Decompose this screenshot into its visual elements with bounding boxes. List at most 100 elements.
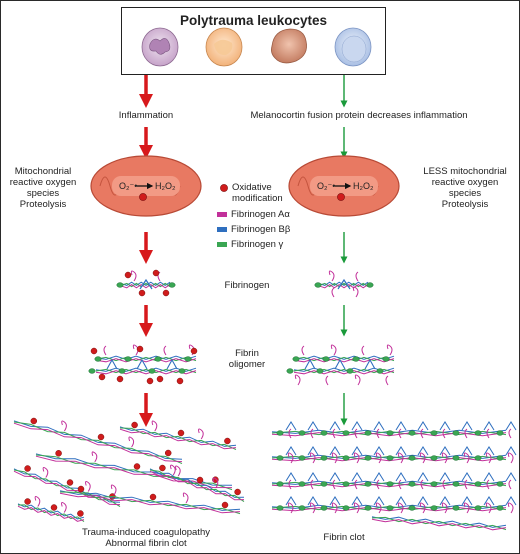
clot-crosslink <box>461 472 473 482</box>
gamma-nodule <box>376 368 384 374</box>
a-alpha-tail <box>419 452 426 464</box>
left-ros-line2: reactive oxygen <box>9 177 77 188</box>
a-alpha-tail <box>441 502 448 514</box>
a-alpha-tail <box>376 428 380 439</box>
a-alpha-tail <box>331 452 338 464</box>
right-ros-line4: Proteolysis <box>441 199 489 210</box>
gamma-nodule <box>364 430 372 436</box>
oligomer-node <box>334 358 346 370</box>
right-ros-line2: reactive oxygen <box>431 177 499 188</box>
clot-crosslink <box>307 446 319 456</box>
gamma-nodule <box>298 481 306 487</box>
gamma-nodule <box>496 455 504 461</box>
a-alpha-tail <box>301 345 305 356</box>
oxidation-dot <box>97 433 105 441</box>
gamma-nodule <box>452 505 460 511</box>
mito-left-h2o2: H₂O₂ <box>155 181 176 191</box>
clot-crosslink <box>417 496 429 506</box>
gamma-nodule <box>342 430 350 436</box>
oxidation-dot <box>24 465 31 472</box>
gamma-nodule <box>342 481 350 487</box>
gamma-nodule <box>322 356 330 362</box>
a-alpha-tail <box>212 477 219 489</box>
legend-oxidative-label: Oxidative modification <box>232 182 283 204</box>
gamma-nodule <box>496 430 504 436</box>
clot-crosslink <box>373 446 385 456</box>
gamma-nodule <box>386 455 394 461</box>
gamma-nodule <box>430 481 438 487</box>
a-alpha-tail <box>420 479 424 490</box>
leukocyte-macrophage <box>271 28 307 64</box>
clot-crosslink <box>483 446 495 456</box>
gamma-nodule <box>168 282 176 288</box>
a-alpha-tail <box>132 344 139 356</box>
a-alpha-tail <box>61 420 67 432</box>
left-outcome-line2: Abnormal fibrin clot <box>105 538 187 549</box>
leukocyte-monocyte <box>205 27 243 67</box>
a-alpha-tail <box>352 286 359 298</box>
gamma-nodule <box>342 505 350 511</box>
left-ros-line1: Mitochondrial <box>14 166 72 177</box>
oligomer-strand <box>293 355 395 363</box>
a-alpha-tail <box>485 452 492 464</box>
gamma-nodule <box>452 481 460 487</box>
a-alpha-tail <box>130 270 137 282</box>
clot-crosslink <box>329 421 341 431</box>
clot-crosslink <box>395 472 407 482</box>
clot-crosslink <box>395 446 407 456</box>
a-alpha-tail <box>354 479 358 490</box>
clot-crosslink <box>483 421 495 431</box>
gamma-nodule <box>452 430 460 436</box>
oxidation-dot <box>55 450 62 457</box>
gamma-nodule <box>314 282 322 288</box>
a-alpha-tail <box>287 502 294 514</box>
gamma-nodule <box>276 430 284 436</box>
fibrinogen-molecule <box>319 281 369 289</box>
a-alpha-tail <box>128 436 135 448</box>
a-alpha-tail <box>507 452 514 464</box>
oxidation-dot <box>164 449 172 457</box>
a-alpha-tail <box>442 428 446 439</box>
a-alpha-tail <box>486 479 490 490</box>
a-alpha-tail <box>310 428 314 439</box>
oxidation-dot <box>152 269 160 277</box>
abnormal-clot-strand <box>17 503 85 523</box>
a-alpha-tail <box>198 428 204 440</box>
oxidation-dot <box>90 347 98 355</box>
a-alpha-tail <box>151 420 158 432</box>
oxidation-dot <box>77 510 84 517</box>
gamma-nodule <box>276 505 284 511</box>
a-alpha-tail <box>398 479 402 490</box>
a-alpha-tail <box>42 467 49 478</box>
oxidation-dot <box>177 429 185 437</box>
a-alpha-tail <box>397 452 404 464</box>
gamma-nodule <box>184 356 192 362</box>
a-alpha-tail <box>34 496 41 507</box>
gamma-nodule <box>408 430 416 436</box>
clot-crosslink <box>439 421 451 431</box>
gamma-nodule <box>382 356 390 362</box>
clot-crosslink <box>505 421 517 431</box>
clot-crosslink <box>461 446 473 456</box>
right-ros-line1: LESS mitochondrial <box>423 166 507 177</box>
clot-strand <box>371 516 507 531</box>
leukocytes-title: Polytrauma leukocytes <box>179 13 328 28</box>
right-ros-label: LESS mitochondrial reactive oxygen speci… <box>412 166 518 210</box>
a-alpha-tail <box>507 502 514 514</box>
clot-crosslink <box>373 496 385 506</box>
leukocyte-lymphocyte <box>334 27 372 67</box>
fibrinogen-center <box>337 278 351 290</box>
gamma-nodule <box>320 505 328 511</box>
fibrinogen-center <box>139 278 153 290</box>
gamma-nodule <box>154 356 162 362</box>
a-alpha-tail <box>163 345 167 356</box>
clot-crosslink <box>285 496 297 506</box>
legend-a-alpha-swatch <box>217 212 227 217</box>
left-ros-line4: Proteolysis <box>19 199 67 210</box>
clot-crosslink <box>461 496 473 506</box>
clot-crosslink <box>417 472 429 482</box>
a-alpha-tail <box>332 479 336 490</box>
a-alpha-tail <box>397 502 404 514</box>
legend-gamma-swatch <box>217 242 227 247</box>
oxidation-dot <box>66 479 74 486</box>
